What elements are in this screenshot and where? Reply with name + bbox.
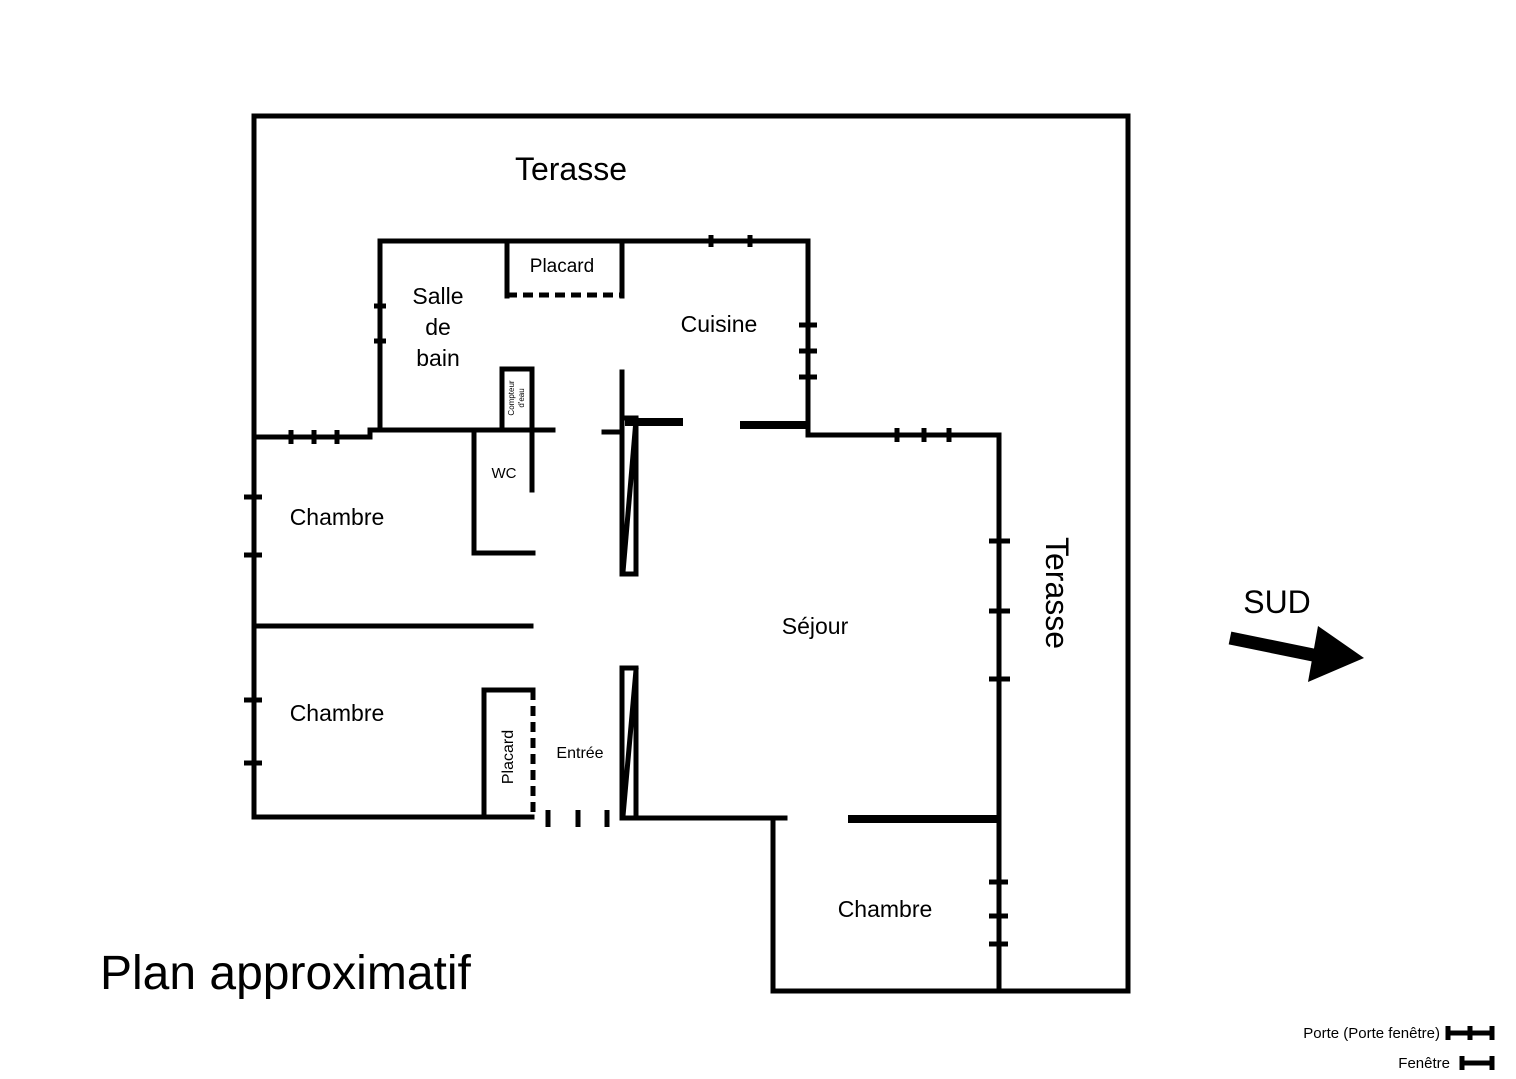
legend-window-label: Fenêtre bbox=[1398, 1055, 1450, 1072]
wc-label: WC bbox=[492, 465, 517, 482]
terrace-right-label: Terasse bbox=[1039, 537, 1075, 649]
bathroom-label-line1: Salle bbox=[412, 283, 463, 309]
legend-window-icon bbox=[1459, 1056, 1495, 1070]
terrace-top-label: Terasse bbox=[515, 151, 627, 187]
bathroom-label-line2: de bbox=[425, 314, 451, 340]
orientation-label: SUD bbox=[1243, 584, 1311, 620]
closet-left-wall bbox=[481, 687, 536, 820]
closet-left-label: Placard bbox=[500, 730, 517, 784]
upper-door-swing bbox=[620, 417, 639, 575]
opening-ticks bbox=[244, 235, 1010, 947]
water-meter-box bbox=[499, 366, 535, 493]
upper-double-door bbox=[619, 415, 639, 577]
upper-block-wall bbox=[377, 238, 811, 436]
bathroom-label-line3: bain bbox=[416, 345, 459, 371]
bedroom-bottom-label: Chambre bbox=[838, 896, 933, 922]
legend-door-icon bbox=[1445, 1026, 1495, 1040]
bedroom-bottom-wall bbox=[770, 817, 1002, 994]
entrance-label: Entrée bbox=[556, 745, 603, 762]
terrace-outline bbox=[251, 113, 1131, 994]
living-top-wall bbox=[805, 432, 1002, 994]
bedroom-upper-left-label: Chambre bbox=[290, 504, 385, 530]
south-arrow-icon bbox=[1228, 626, 1364, 682]
wc-wall bbox=[471, 427, 536, 556]
water-meter-label-line1: Compteur bbox=[507, 380, 516, 415]
lower-door-swing bbox=[620, 667, 639, 819]
left-upper-wall bbox=[251, 427, 556, 440]
legend-door-label: Porte (Porte fenêtre) bbox=[1303, 1025, 1440, 1042]
closet-top-label: Placard bbox=[530, 256, 594, 277]
kitchen-label: Cuisine bbox=[681, 311, 758, 337]
living-room-label: Séjour bbox=[782, 613, 849, 639]
plan-title: Plan approximatif bbox=[100, 947, 472, 1000]
water-meter-label-line2: d'eau bbox=[517, 388, 526, 407]
bedroom-lower-left-label: Chambre bbox=[290, 700, 385, 726]
